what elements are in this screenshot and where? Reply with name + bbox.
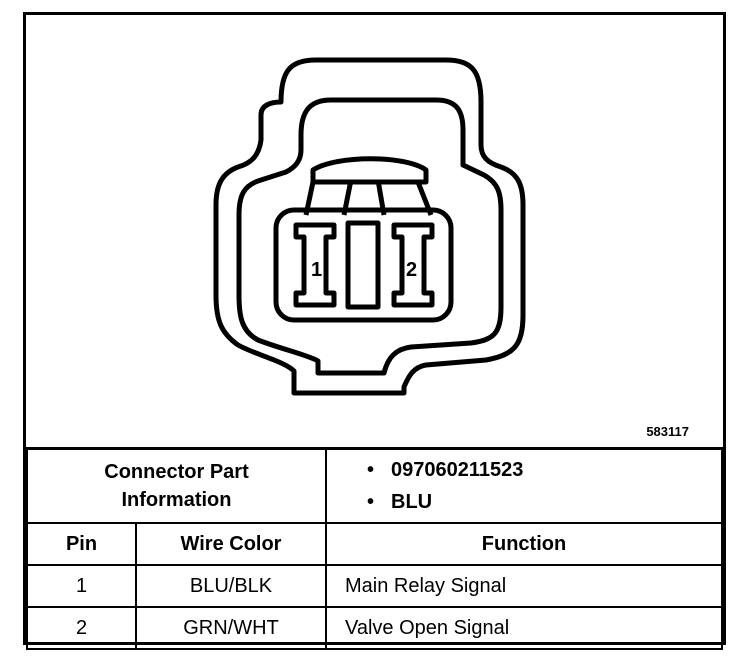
part-number-item: •097060211523 bbox=[367, 459, 524, 481]
pin-2-label: 2 bbox=[406, 259, 418, 281]
wire-color-cell: GRN/WHT bbox=[135, 606, 327, 650]
connector-face-drawing bbox=[213, 57, 526, 396]
col-header-pin: Pin bbox=[26, 522, 137, 566]
latch-outline bbox=[236, 97, 504, 376]
terminal-cavity bbox=[273, 207, 454, 323]
table-row: 2 GRN/WHT Valve Open Signal bbox=[26, 606, 723, 650]
connector-card: 1 2 583117 Connector Part Information •0… bbox=[23, 12, 726, 650]
col-header-wire-color: Wire Color bbox=[135, 522, 327, 566]
color-item: •BLU bbox=[367, 491, 433, 513]
center-divider bbox=[345, 220, 381, 310]
figure-id: 583117 bbox=[646, 424, 689, 439]
col-header-function: Function bbox=[325, 522, 723, 566]
connector-diagram: 1 2 583117 bbox=[26, 15, 723, 447]
pin-1-label: 1 bbox=[311, 259, 323, 281]
pin-cell: 2 bbox=[26, 606, 137, 650]
connector-part-label: Connector Part Information bbox=[26, 447, 327, 524]
pin-2-terminal bbox=[391, 222, 435, 308]
function-cell: Main Relay Signal bbox=[325, 564, 723, 608]
function-cell: Valve Open Signal bbox=[325, 606, 723, 650]
housing-outline bbox=[213, 57, 526, 396]
retainer-arc bbox=[310, 156, 429, 185]
pin-1-terminal bbox=[293, 222, 337, 308]
table-row: 1 BLU/BLK Main Relay Signal bbox=[26, 564, 723, 608]
pin-table: Connector Part Information •097060211523… bbox=[26, 447, 723, 650]
pin-cell: 1 bbox=[26, 564, 137, 608]
connector-part-values: •097060211523 •BLU bbox=[325, 447, 723, 524]
wire-color-cell: BLU/BLK bbox=[135, 564, 327, 608]
